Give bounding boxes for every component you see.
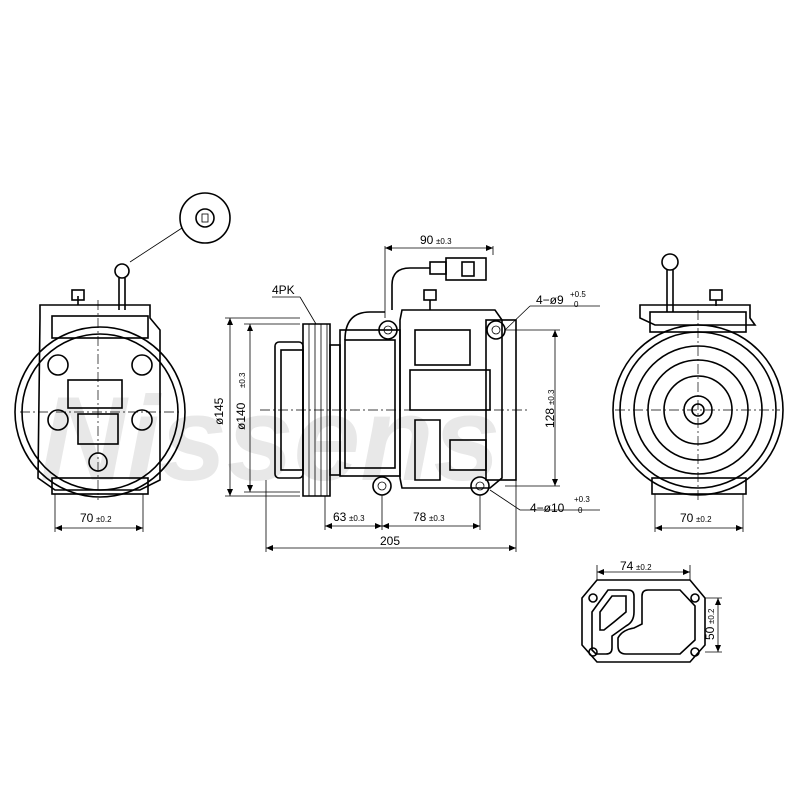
dim-mount-spacing-tol: ±0.3: [429, 514, 445, 523]
label-bottom-holes: 4−ø10: [530, 501, 565, 515]
dim-right-width: 70: [680, 511, 694, 525]
dim-pulley-dia-tol: ±0.3: [238, 372, 247, 388]
dim-left-width-tol: ±0.2: [96, 515, 112, 524]
dim-top-spacing-tol: ±0.3: [436, 237, 452, 246]
label-top-holes-tol-up: +0.5: [570, 290, 586, 299]
dim-flange-height: 50: [703, 626, 717, 640]
label-top-holes: 4−ø9: [536, 293, 564, 307]
dim-front-offset-tol: ±0.3: [349, 514, 365, 523]
flange-detail: 74 ±0.2 50 ±0.2: [581, 559, 722, 663]
front-view-right: 70 ±0.2: [612, 253, 784, 532]
rear-view-left: 70 ±0.2: [14, 192, 231, 532]
dim-flange-width-tol: ±0.2: [636, 563, 652, 572]
label-top-holes-tol-low: 0: [574, 300, 579, 309]
label-4pk: 4PK: [272, 283, 295, 297]
dim-pulley-dia: ø140: [234, 402, 248, 430]
dim-height: 128: [543, 408, 557, 428]
watermark-text: Nissens: [40, 372, 500, 506]
label-bottom-holes-tol-up: +0.3: [574, 495, 590, 504]
dim-mount-spacing: 78: [413, 510, 427, 524]
dim-right-width-tol: ±0.2: [696, 515, 712, 524]
dim-top-spacing: 90: [420, 233, 434, 247]
side-view: 4PK ø145 ø140 ±0.3 90 ±0.3 4−ø9 +0.5 0: [212, 233, 600, 552]
dim-height-tol: ±0.3: [547, 389, 556, 405]
dim-flange-width: 74: [620, 559, 634, 573]
label-bottom-holes-tol-low: 0: [578, 506, 583, 515]
dim-left-width: 70: [80, 511, 94, 525]
dim-front-offset: 63: [333, 510, 347, 524]
dim-flange-height-tol: ±0.2: [707, 608, 716, 624]
dim-outer-dia: ø145: [212, 397, 226, 425]
dim-overall-length: 205: [380, 534, 400, 548]
